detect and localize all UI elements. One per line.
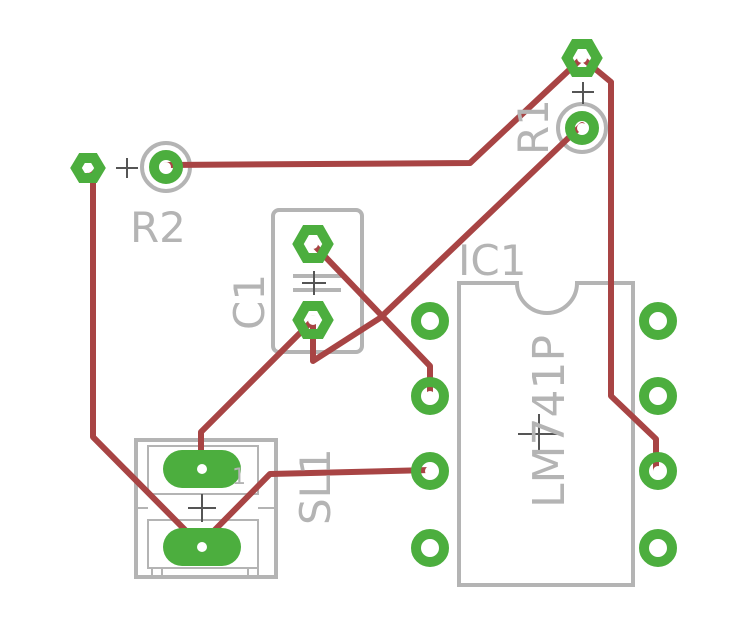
r1-pad-1-drill — [577, 53, 587, 63]
r1-pad-1 — [561, 39, 603, 77]
c1-pad-1 — [292, 225, 334, 263]
r2-pad-2-drill — [161, 162, 171, 172]
sl1-pin1-label: 1 — [232, 465, 246, 490]
ic1-pad-5-drill — [653, 543, 663, 553]
pad-layer — [70, 39, 677, 567]
sl1-pad-2-drill — [197, 542, 207, 552]
ic1-pad-1 — [411, 302, 449, 340]
ic1-pad-2-drill — [425, 391, 435, 401]
ic1-pad-7-drill — [653, 391, 663, 401]
ic1-pad-4 — [411, 529, 449, 567]
ic1-pad-3 — [411, 452, 449, 490]
ic1-label: IC1 — [458, 236, 526, 285]
trace-r1-ic-pin6 — [579, 55, 659, 473]
label-layer: R2 R1 C1 IC1 LM741P SL1 1 — [130, 99, 575, 525]
origin-crosses — [116, 82, 594, 522]
c1-pad-1-drill — [308, 239, 318, 249]
ic1-pad-5 — [639, 529, 677, 567]
c1-pad-2-drill — [308, 315, 318, 325]
ic1-pad-2 — [411, 377, 449, 415]
r2-label: R2 — [130, 203, 186, 252]
r1-pad-2-drill — [577, 123, 587, 133]
r2-pad-2 — [149, 150, 183, 184]
r2-pad-1-drill — [83, 163, 93, 173]
c1-label: C1 — [225, 274, 274, 330]
c1-pad-2 — [292, 301, 334, 339]
ic1-pad-3-drill — [425, 466, 435, 476]
r1-label: R1 — [509, 99, 558, 155]
sl1-pad-1-drill — [197, 464, 207, 474]
ic1-pad-8-drill — [653, 316, 663, 326]
trace-sl1-ic-pin3 — [197, 467, 433, 548]
sl1-tab-left — [151, 567, 163, 578]
ic1-pad-8 — [639, 302, 677, 340]
r1-pad-2 — [565, 111, 599, 145]
trace-r2-r1 — [163, 55, 585, 168]
ic1-pad-1-drill — [425, 316, 435, 326]
c1-outline — [271, 208, 364, 354]
sl1-outline — [134, 438, 278, 579]
r2-pad-1 — [70, 153, 106, 183]
ic1-pad-6-drill — [653, 466, 663, 476]
silkscreen-layer — [134, 102, 635, 587]
sl1-tab-right — [247, 567, 259, 578]
ic1-pad-4-drill — [425, 543, 435, 553]
ic1-pad-7 — [639, 377, 677, 415]
ic1-outline — [457, 281, 635, 587]
ic1-pad-6 — [639, 452, 677, 490]
trace-r1-c1 — [310, 122, 585, 364]
sl1-label: SL1 — [291, 448, 340, 525]
ic1-part-label: LM741P — [524, 335, 575, 508]
